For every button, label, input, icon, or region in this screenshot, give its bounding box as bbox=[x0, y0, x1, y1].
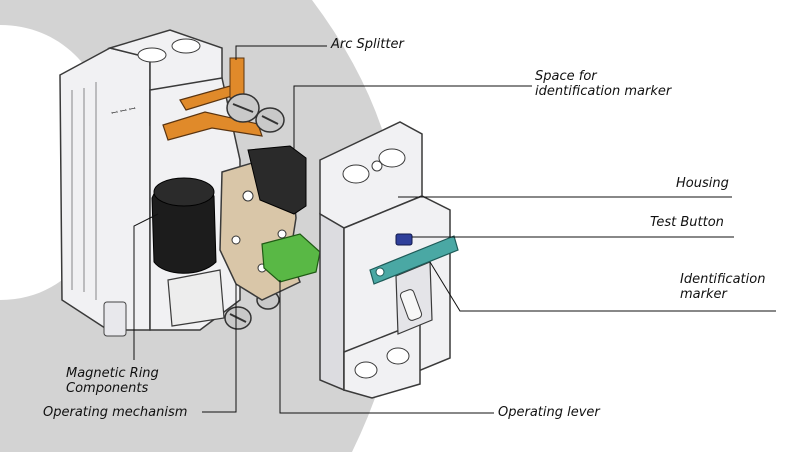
leader-lines bbox=[133, 45, 776, 414]
leader-operating-lever bbox=[279, 280, 494, 414]
open-breaker-body: ꟷ ꟷ ꟷ bbox=[59, 29, 321, 337]
label-identification-marker-line1: Identification bbox=[680, 272, 766, 287]
label-operating-mechanism: Operating mechanism bbox=[43, 405, 188, 420]
terminal-screw-top bbox=[226, 93, 260, 123]
label-test-button: Test Button bbox=[650, 215, 724, 230]
label-space-marker-line1: Space for bbox=[535, 69, 597, 84]
label-space-marker-line2: identification marker bbox=[535, 84, 672, 99]
label-housing: Housing bbox=[676, 176, 729, 191]
leader-operating-mechanism bbox=[202, 284, 237, 413]
leader-identification-marker bbox=[429, 261, 776, 312]
arc-splitter-plates bbox=[229, 57, 245, 99]
copper-contact-upper bbox=[162, 111, 263, 141]
bottom-terminal bbox=[167, 269, 225, 327]
label-identification-marker-line2: marker bbox=[680, 287, 727, 302]
label-arc-splitter: Arc Splitter bbox=[331, 37, 404, 52]
label-space-marker: Space for identification marker bbox=[535, 69, 671, 99]
identification-marker-part bbox=[369, 235, 459, 285]
label-operating-lever: Operating lever bbox=[498, 405, 600, 420]
label-identification-marker: Identification marker bbox=[680, 272, 765, 302]
label-magnetic-ring-line1: Magnetic Ring bbox=[66, 366, 159, 381]
operating-lever-part bbox=[261, 233, 321, 283]
label-magnetic-ring-line2: Components bbox=[66, 381, 149, 396]
closed-housing-breaker bbox=[319, 121, 459, 399]
leader-space-marker bbox=[293, 85, 532, 150]
terminal-screw-top-2 bbox=[255, 107, 285, 133]
trip-block bbox=[247, 145, 307, 215]
label-magnetic-ring: Magnetic Ring Components bbox=[66, 366, 159, 396]
housing-side bbox=[319, 212, 345, 392]
breaker-side-wall bbox=[59, 47, 151, 331]
test-button-part bbox=[395, 233, 413, 246]
leader-magnetic-ring bbox=[133, 213, 159, 360]
terminal-screw-bottom bbox=[224, 306, 252, 330]
leader-arc-splitter bbox=[235, 45, 327, 60]
